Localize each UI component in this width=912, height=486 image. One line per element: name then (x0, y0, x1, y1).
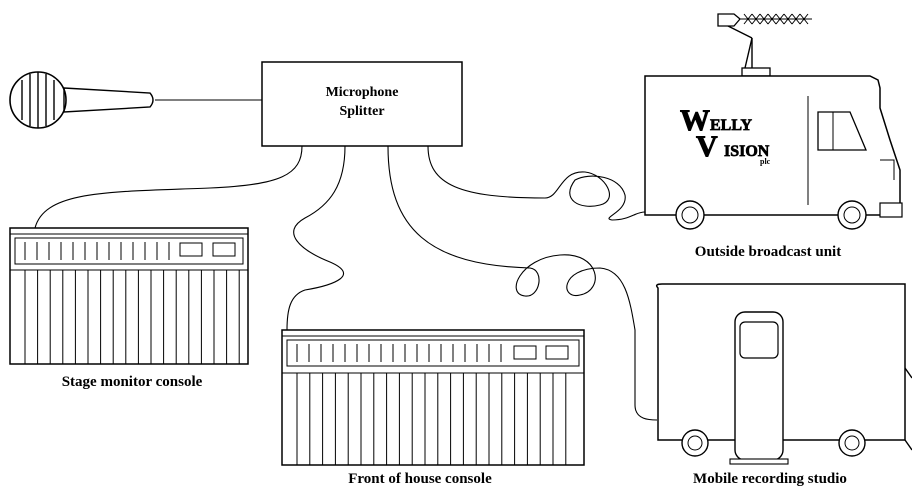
microphone-icon (9, 71, 154, 129)
cable-to-outside-broadcast (427, 145, 646, 221)
outside-broadcast-van: W ELLY V ISION plc (644, 13, 903, 230)
stage-monitor-label: Stage monitor console (62, 374, 203, 390)
microphone-splitter: Microphone Splitter (261, 61, 463, 147)
logo-text-elly: ELLY (710, 117, 753, 134)
mobile-studio-label: Mobile recording studio (693, 471, 847, 486)
front-of-house-label: Front of house console (348, 471, 492, 486)
splitter-label-line2: Splitter (339, 104, 384, 119)
cable-to-front-of-house (286, 145, 346, 331)
front-of-house-console (281, 329, 585, 466)
cable-to-mobile-studio (387, 145, 658, 421)
cable-to-stage-monitor (34, 145, 303, 229)
logo-initial-w: W (680, 104, 710, 137)
outside-broadcast-label: Outside broadcast unit (695, 244, 841, 260)
logo-initial-v: V (696, 130, 718, 163)
logo-suffix-plc: plc (760, 157, 771, 166)
mobile-recording-studio-trailer (655, 283, 912, 465)
stage-monitor-console (9, 227, 249, 365)
logo-text-ision: ISION (724, 143, 770, 160)
splitter-label-line1: Microphone (326, 85, 399, 100)
